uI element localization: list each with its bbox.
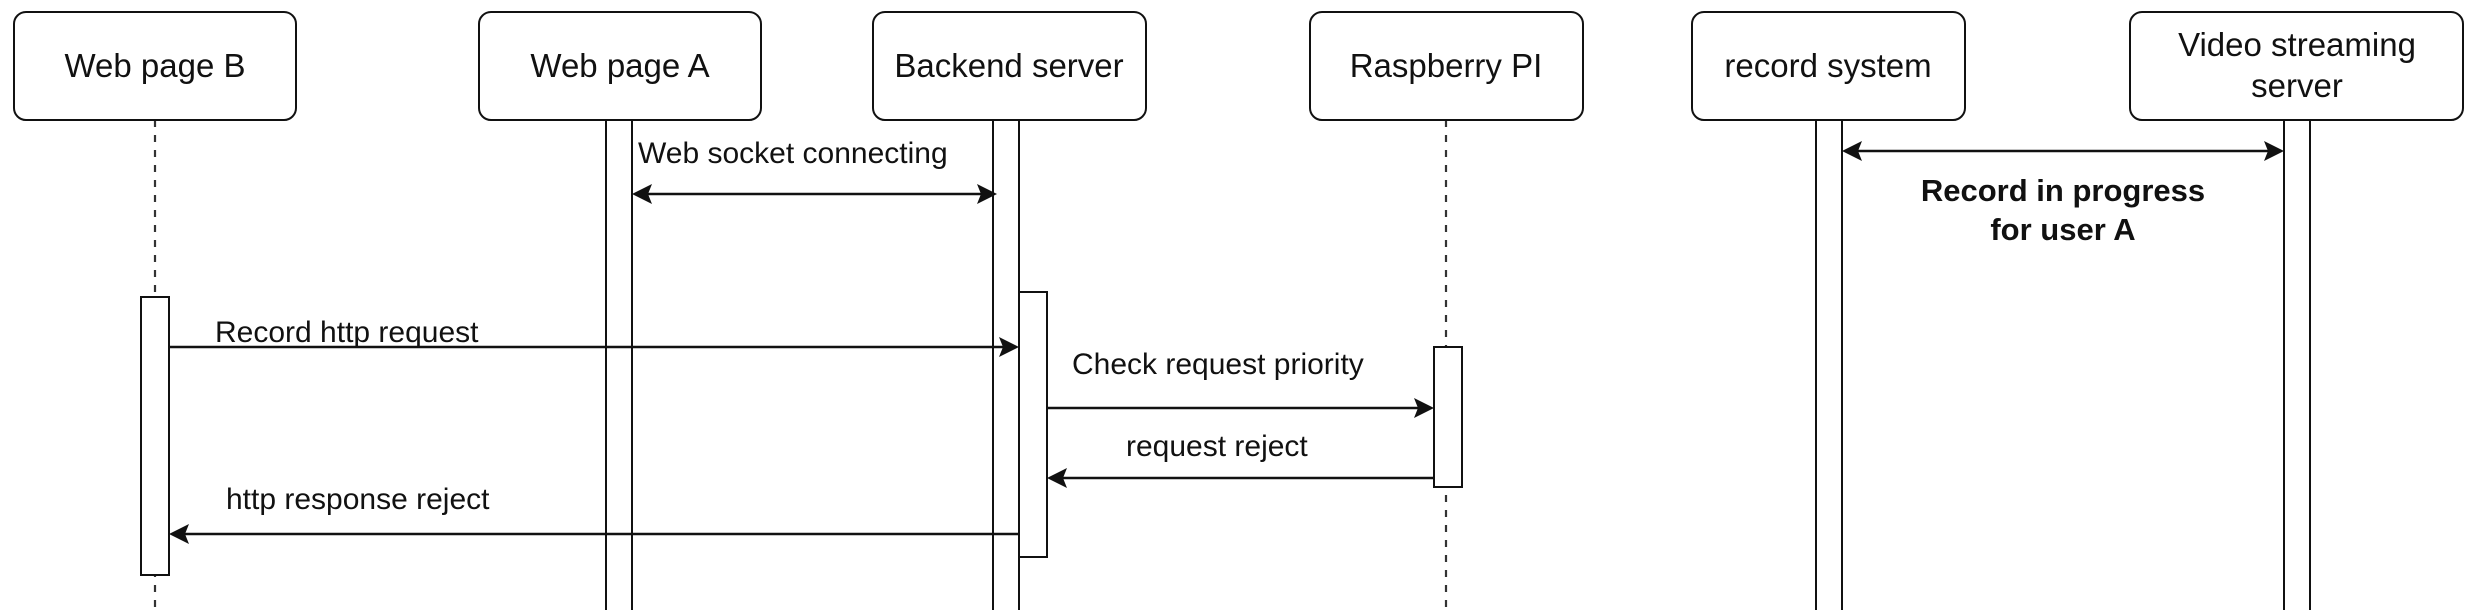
message-label-line2: for user A (1990, 212, 2135, 247)
message-label: Record http request (215, 316, 479, 349)
arrowhead-left-icon (1842, 141, 1862, 161)
participant-label: record system (1724, 47, 1931, 84)
activation-backend-server (1018, 291, 1048, 558)
arrowhead-right-icon (2264, 141, 2284, 161)
arrowhead-right-icon (977, 184, 997, 204)
message-record-in-progress: Record in progress for user A (1842, 141, 2284, 247)
message-label: http response reject (226, 483, 490, 516)
participant-label: Web page B (64, 47, 245, 84)
participant-label-line1: Video streaming (2178, 26, 2416, 63)
lifeline-web-page-a (605, 119, 633, 610)
participant-backend-server: Backend server (872, 11, 1147, 121)
message-request-reject: request reject (1047, 430, 1434, 488)
lifeline-record-system (1815, 119, 1843, 610)
arrowhead-right-icon (999, 337, 1019, 357)
message-http-response-reject: http response reject (169, 483, 1019, 544)
message-websocket: Web socket connecting (632, 137, 997, 204)
message-record-http-request: Record http request (169, 316, 1019, 357)
arrowhead-left-icon (169, 524, 189, 544)
lifeline-video-streaming-server (2283, 119, 2311, 610)
message-label-line1: Record in progress (1921, 173, 2205, 208)
activation-raspberry-pi (1433, 346, 1463, 488)
participant-video-streaming-server: Video streaming server (2129, 11, 2464, 121)
lifeline-backend-server (992, 119, 1020, 610)
message-label: Web socket connecting (638, 137, 948, 170)
participant-label: Backend server (894, 47, 1123, 84)
message-check-priority: Check request priority (1047, 348, 1434, 418)
participant-web-page-b: Web page B (13, 11, 297, 121)
participant-label: Raspberry PI (1350, 47, 1543, 84)
arrowhead-left-icon (632, 184, 652, 204)
participant-raspberry-pi: Raspberry PI (1309, 11, 1584, 121)
message-label: request reject (1126, 430, 1308, 463)
participant-record-system: record system (1691, 11, 1966, 121)
arrowhead-right-icon (1414, 398, 1434, 418)
message-label: Check request priority (1072, 348, 1364, 381)
participant-label-line2: server (2251, 67, 2343, 104)
participant-label: Web page A (530, 47, 709, 84)
arrowhead-left-icon (1047, 468, 1067, 488)
participant-web-page-a: Web page A (478, 11, 762, 121)
activation-web-page-b (140, 296, 170, 576)
